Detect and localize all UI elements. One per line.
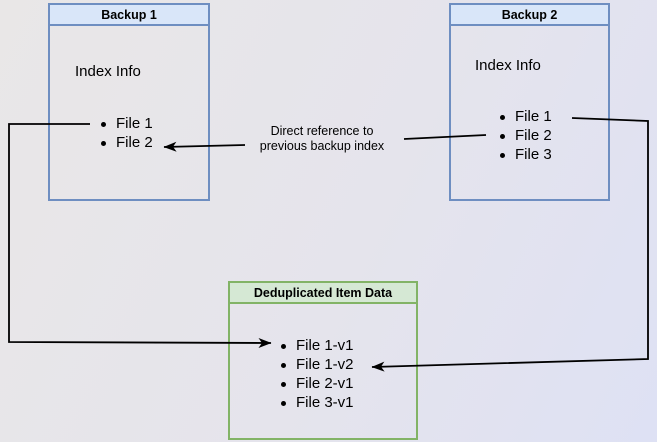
file-item: File 3-v1	[280, 393, 354, 412]
file-item: File 2-v1	[280, 374, 354, 393]
file-item: File 3	[499, 145, 552, 164]
dedup-file-list: File 1-v1 File 1-v2 File 2-v1 File 3-v1	[280, 336, 354, 412]
file-item: File 2	[499, 126, 552, 145]
annotation-line2: previous backup index	[259, 139, 385, 153]
direct-reference-annotation: Direct reference to previous backup inde…	[222, 124, 422, 154]
backup1-index-info-label: Index Info	[75, 63, 141, 80]
backup2-box: Backup 2 Index Info File 1 File 2 File 3	[449, 3, 610, 201]
file-item: File 2	[100, 133, 153, 152]
backup2-header: Backup 2	[451, 5, 608, 26]
dedup-header: Deduplicated Item Data	[230, 283, 416, 304]
backup1-header: Backup 1	[50, 5, 208, 26]
file-item: File 1-v1	[280, 336, 354, 355]
backup2-title: Backup 2	[501, 7, 558, 22]
backup1-title: Backup 1	[101, 7, 157, 22]
backup2-index-info-label: Index Info	[475, 57, 541, 74]
file-item: File 1	[499, 107, 552, 126]
file-item: File 1-v2	[280, 355, 354, 374]
backup1-box: Backup 1 Index Info File 1 File 2	[48, 3, 210, 201]
dedup-title: Deduplicated Item Data	[253, 285, 393, 300]
annotation-line1: Direct reference to	[270, 124, 374, 138]
backup2-file-list: File 1 File 2 File 3	[499, 107, 552, 164]
dedup-box: Deduplicated Item Data File 1-v1 File 1-…	[228, 281, 418, 440]
backup1-file-list: File 1 File 2	[100, 114, 153, 152]
file-item: File 1	[100, 114, 153, 133]
